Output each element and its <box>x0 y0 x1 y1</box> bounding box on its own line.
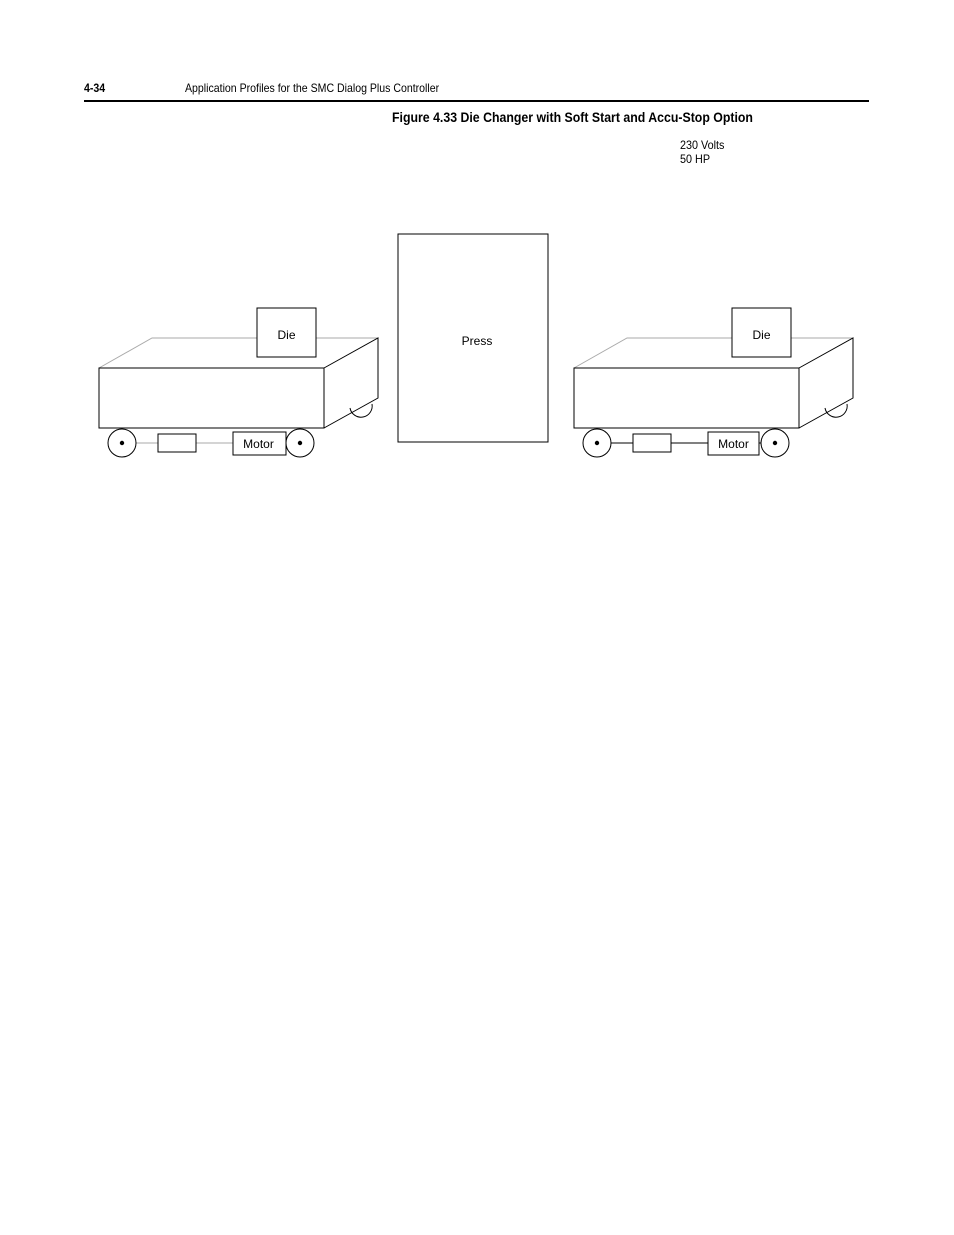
left-cart: Die Motor <box>98 307 379 458</box>
left-cart-top-edge <box>98 337 378 369</box>
left-motor-box <box>232 431 287 456</box>
page-number: 4-34 <box>84 81 106 95</box>
left-cart-side-face <box>323 337 379 429</box>
left-rear-wheel-hub <box>297 440 303 446</box>
right-die-label: Die <box>752 328 770 342</box>
running-title: Application Profiles for the SMC Dialog … <box>185 81 440 95</box>
left-die-label: Die <box>277 328 295 342</box>
press-box <box>397 233 549 443</box>
spec-voltage: 230 Volts <box>680 138 725 152</box>
right-cart-top-edge <box>573 337 853 369</box>
right-gearbox <box>632 433 672 453</box>
right-die-box <box>731 307 792 358</box>
left-die-box <box>256 307 317 358</box>
figure-caption: Figure 4.33 Die Changer with Soft Start … <box>392 109 753 125</box>
press-label: Press <box>462 334 493 348</box>
left-cart-back-wheel <box>349 403 373 418</box>
spec-power: 50 HP <box>680 152 711 166</box>
press: Press <box>397 233 549 443</box>
right-cart-back-wheel <box>824 403 848 418</box>
right-cart-side-face <box>798 337 854 429</box>
right-motor-box <box>707 431 760 456</box>
right-motor-label: Motor <box>718 437 749 451</box>
right-cart-front-face <box>573 367 800 429</box>
right-cart: Die Motor <box>573 307 854 458</box>
left-gearbox <box>157 433 197 453</box>
page-header: 4-34 Application Profiles for the SMC Di… <box>84 80 869 102</box>
right-front-wheel-hub <box>594 440 600 446</box>
left-front-wheel-hub <box>119 440 125 446</box>
left-motor-label: Motor <box>243 437 274 451</box>
left-cart-front-face <box>98 367 325 429</box>
right-rear-wheel-hub <box>772 440 778 446</box>
